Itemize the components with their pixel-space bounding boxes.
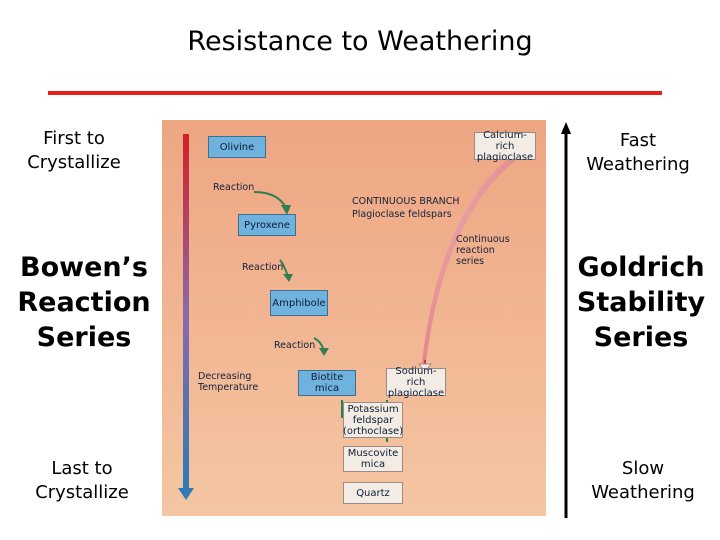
weathering-arrow bbox=[561, 122, 571, 518]
amphibole-box: Amphibole bbox=[270, 290, 328, 316]
green-arrowheads bbox=[281, 205, 329, 356]
plagioclase-feldspars-label: Plagioclase feldspars bbox=[352, 209, 452, 220]
temperature-arrow bbox=[178, 134, 194, 500]
slow-weathering-label: Slow Weathering bbox=[591, 458, 695, 503]
continuous-branch-label: CONTINUOUS BRANCH bbox=[352, 196, 460, 207]
first-to-crystallize-label: First to Crystallize bbox=[27, 128, 121, 173]
olivine-box: Olivine bbox=[208, 136, 266, 158]
bowens-reaction-diagram: Olivine Calcium-rich plagioclase Reactio… bbox=[162, 120, 546, 516]
reaction-label-2: Reaction bbox=[242, 262, 284, 273]
last-to-crystallize-label: Last to Crystallize bbox=[35, 458, 129, 503]
sodium-rich-plagioclase-box: Sodium-rich plagioclase bbox=[386, 365, 446, 399]
potassium-feldspar-box: Potassium feldspar (orthoclase) bbox=[342, 402, 404, 438]
goldrich-stability-series-label: Goldrich Stability Series bbox=[576, 252, 706, 353]
reaction-label-1: Reaction bbox=[213, 182, 255, 193]
muscovite-mica-box: Muscovite mica bbox=[343, 446, 403, 472]
title-underline bbox=[48, 91, 662, 95]
bowens-reaction-series-label: Bowen’s Reaction Series bbox=[17, 252, 151, 353]
calcium-rich-plagioclase-box: Calcium-rich plagioclase bbox=[474, 130, 536, 163]
page-title: Resistance to Weathering bbox=[187, 26, 533, 57]
quartz-box: Quartz bbox=[343, 482, 403, 504]
continuous-reaction-series-label: Continuous reaction series bbox=[456, 234, 510, 267]
fast-weathering-label: Fast Weathering bbox=[586, 130, 690, 175]
biotite-mica-box: Biotite mica bbox=[298, 370, 356, 396]
reaction-label-3: Reaction bbox=[274, 340, 316, 351]
decreasing-temperature-label: Decreasing Temperature bbox=[198, 371, 259, 393]
pyroxene-box: Pyroxene bbox=[238, 214, 296, 236]
